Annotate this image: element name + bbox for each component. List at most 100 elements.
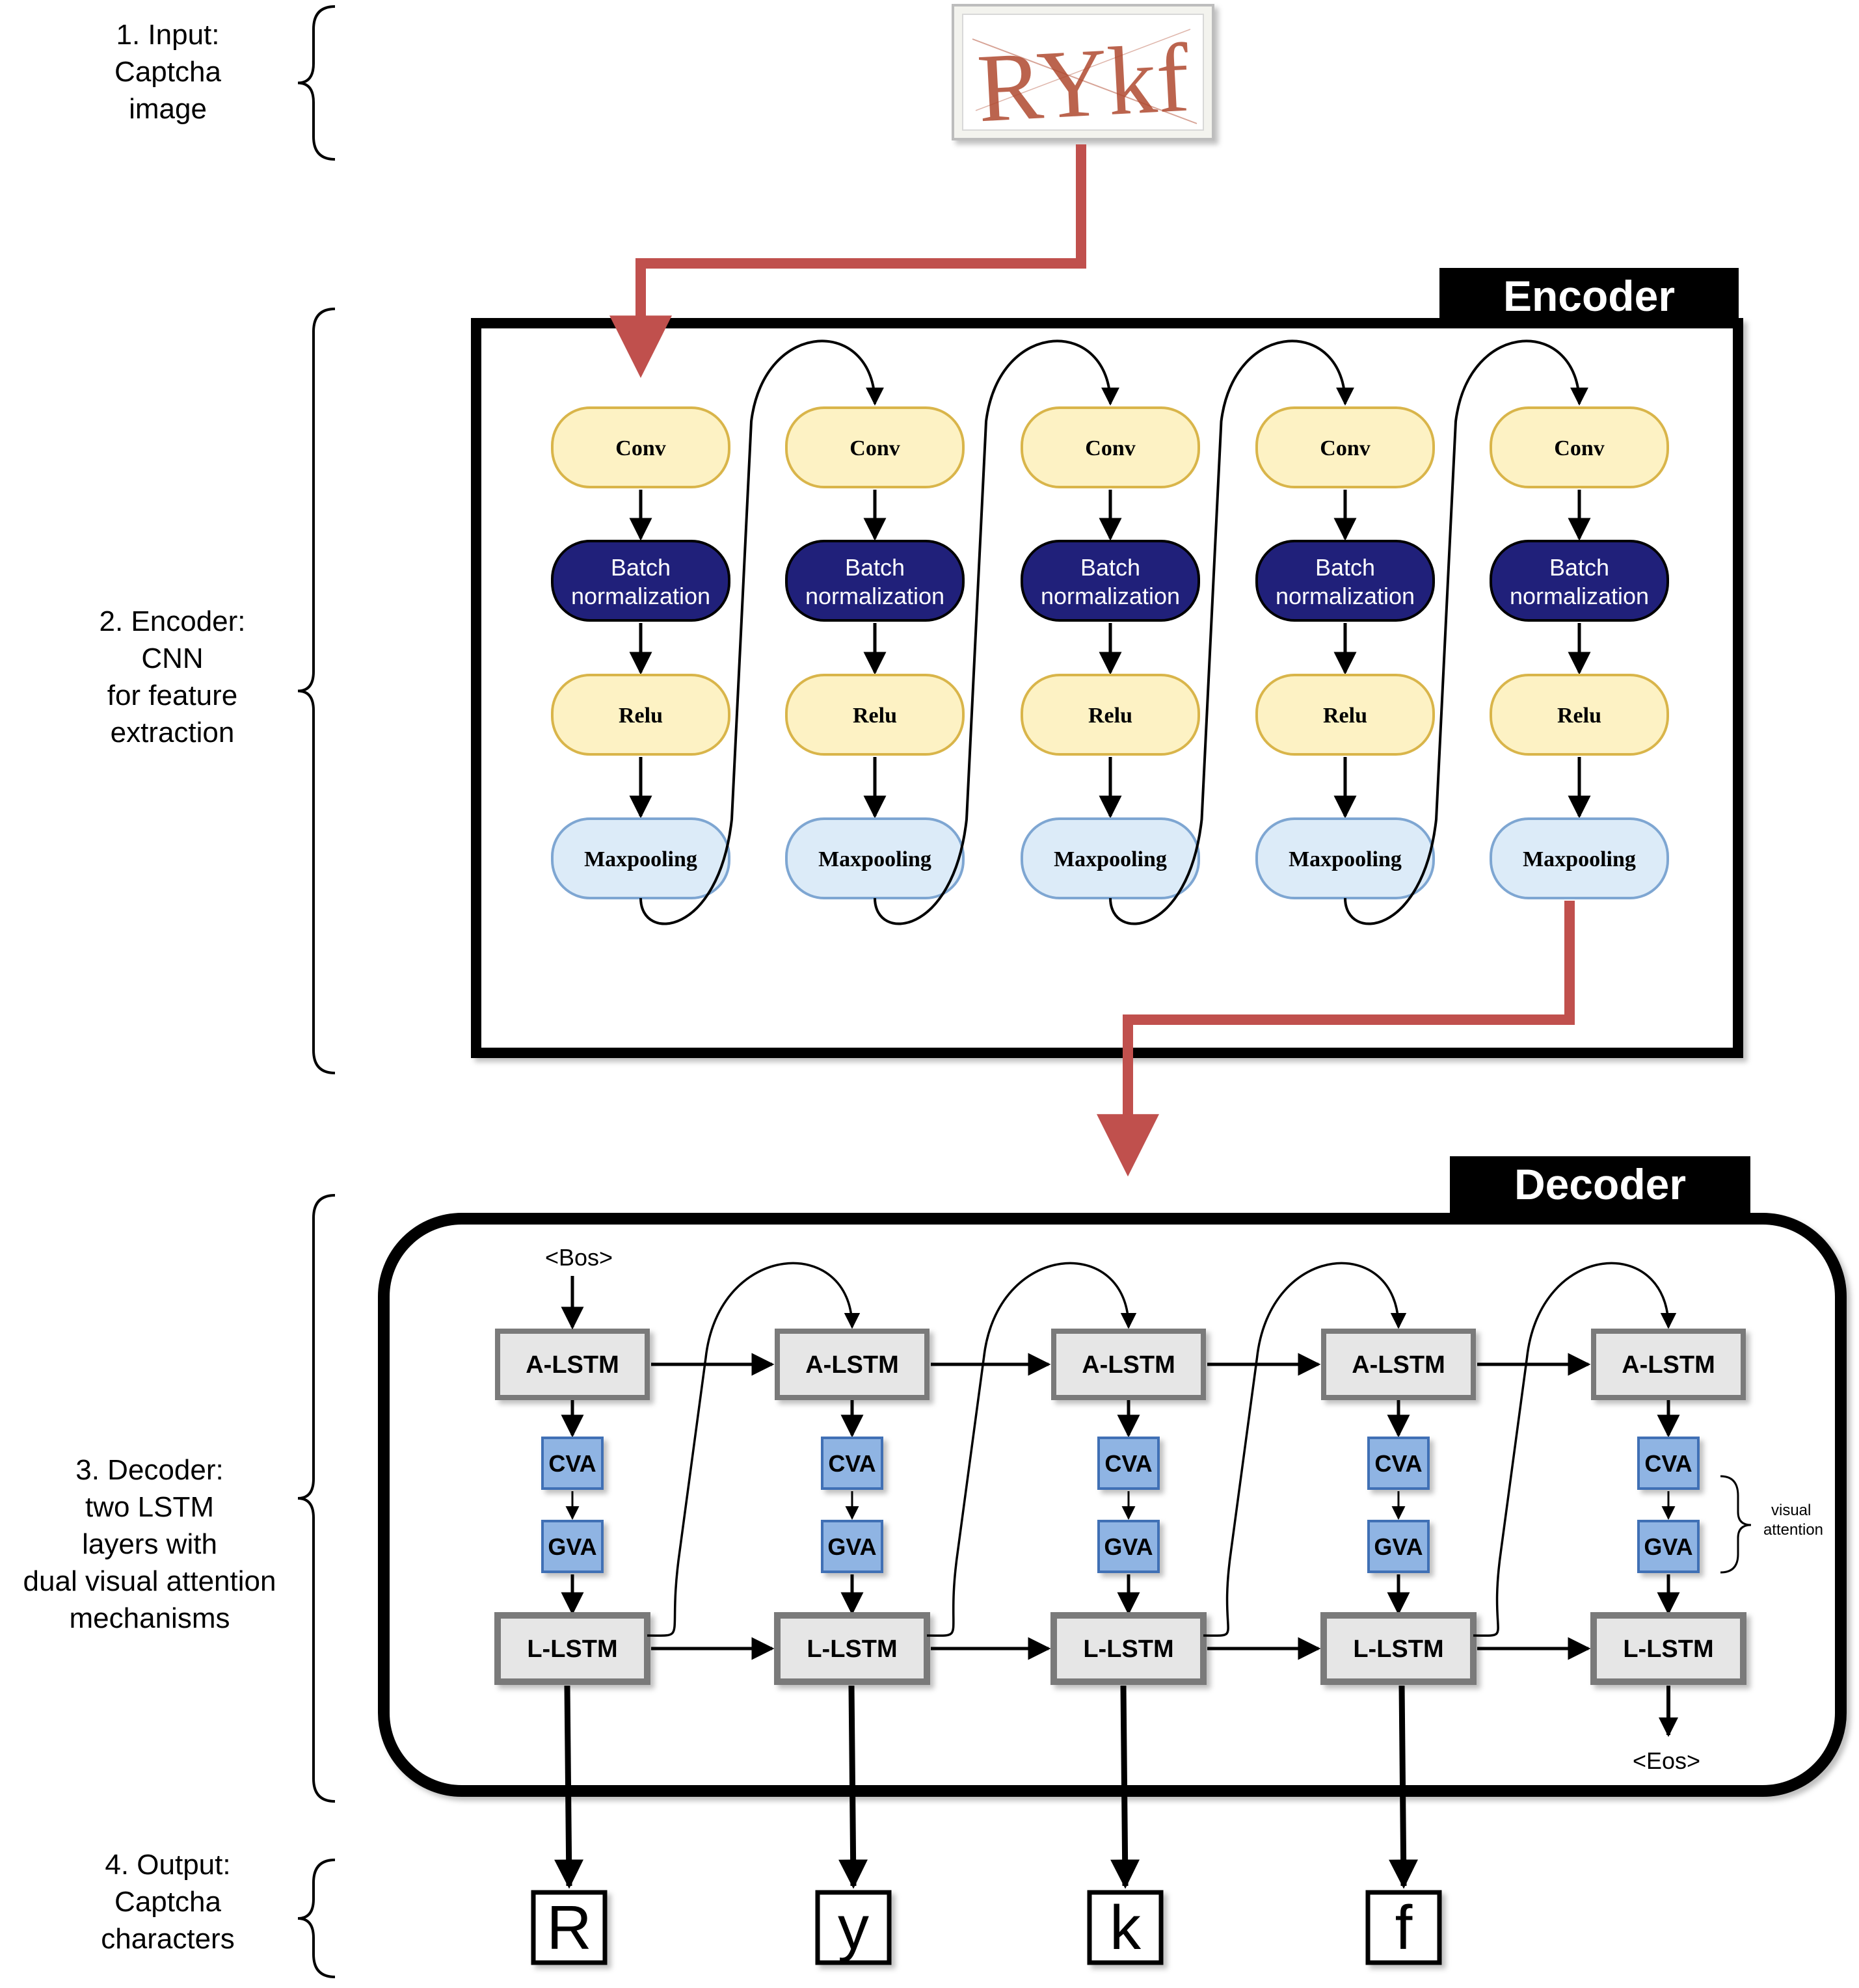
gva-node [1367, 1520, 1430, 1573]
conv-label: Conv [849, 436, 900, 460]
relu-label: Relu [853, 704, 897, 728]
relu-label: Relu [1557, 704, 1601, 728]
cva-label: CVA [828, 1450, 876, 1477]
l-lstm-label: L-LSTM [1353, 1636, 1443, 1663]
block-connector-arrow [1344, 339, 1588, 925]
l-lstm-label: L-LSTM [1083, 1636, 1173, 1663]
eos-token: <Eos> [1633, 1747, 1700, 1774]
stage-label-line: Captcha [114, 56, 221, 88]
output-char-box [531, 1890, 608, 1965]
a-lstm-label: A-LSTM [805, 1351, 899, 1379]
visual-attention-label: visual attention [1763, 1502, 1823, 1539]
maxpooling-label: Maxpooling [818, 847, 931, 871]
captcha-text: RYkf [975, 24, 1192, 143]
batch-normalization-node [785, 540, 965, 622]
maxpooling-node [1490, 817, 1669, 899]
stage-label-line: for feature [107, 680, 238, 711]
decoder-step-4: A-LSTM CVA GVA L-LSTM [1320, 1329, 1477, 1685]
a-lstm-node [1321, 1329, 1476, 1400]
stage-label-line: CNN [141, 643, 203, 674]
gva-label: GVA [1374, 1533, 1423, 1560]
cva-label: CVA [1374, 1450, 1422, 1477]
batch-normalization-node [1255, 540, 1435, 622]
l-lstm-node [1050, 1612, 1207, 1685]
relu-node [1255, 674, 1435, 756]
batch-normalization-node [1021, 540, 1200, 622]
output-char-1: R [531, 1890, 608, 1965]
conv-node [551, 406, 730, 488]
relu-label: Relu [1088, 704, 1132, 728]
a-lstm-label: A-LSTM [1352, 1351, 1445, 1379]
cva-node [1097, 1437, 1160, 1490]
output-char-label: R [546, 1893, 591, 1963]
output-char-label: y [838, 1893, 869, 1963]
visual-attention-line2: attention [1763, 1521, 1823, 1539]
visual-attention-brace: visual attention [1720, 1475, 1823, 1574]
relu-label: Relu [1323, 704, 1367, 728]
stage-label-line: Captcha [114, 1886, 221, 1918]
gva-label: GVA [827, 1533, 876, 1560]
decoder-step-2: A-LSTM CVA GVA L-LSTM [774, 1329, 930, 1685]
encoder-to-decoder-arrow [1097, 901, 1575, 1177]
output-char-3: k [1087, 1890, 1164, 1965]
decoder-title: Decoder [1514, 1160, 1686, 1208]
conv-node [1490, 406, 1669, 488]
maxpooling-label: Maxpooling [1289, 847, 1402, 871]
conv-label: Conv [615, 436, 665, 460]
stage-brace-2 [297, 308, 336, 1074]
output-arrow [1110, 1685, 1140, 1889]
gva-label: GVA [1104, 1533, 1153, 1560]
a-lstm-node [1591, 1329, 1746, 1400]
relu-label: Relu [619, 704, 663, 728]
a-lstm-label: A-LSTM [1082, 1351, 1175, 1379]
output-char-4: f [1365, 1890, 1442, 1965]
l-lstm-node [1590, 1612, 1746, 1685]
conv-node [1021, 406, 1200, 488]
stage-brace-1 [297, 5, 336, 161]
stage-label-line: mechanisms [70, 1602, 230, 1634]
stage-label-line: image [129, 93, 207, 125]
stage-label-line: two LSTM [85, 1491, 214, 1523]
output-arrow [554, 1685, 584, 1889]
visual-attention-line1: visual [1771, 1502, 1811, 1519]
l-lstm-node [1320, 1612, 1477, 1685]
relu-node [1490, 674, 1669, 756]
l-lstm-label: L-LSTM [807, 1636, 897, 1663]
l-lstm-node [494, 1612, 650, 1685]
cva-node [541, 1437, 604, 1490]
block-connector-arrow [639, 339, 884, 925]
gva-node [541, 1520, 604, 1573]
cva-node [1367, 1437, 1430, 1490]
decoder-steps: A-LSTM CVA GVA L-LSTM A-LSTM CVA GVA L-LSTM A-LS… [494, 1262, 1746, 1737]
output-char-2: y [815, 1890, 892, 1965]
encoder-title: Encoder [1503, 272, 1675, 320]
cva-node [821, 1437, 883, 1490]
output-char-box [815, 1890, 892, 1965]
stage-label-line: 2. Encoder: [99, 605, 245, 637]
a-lstm-node [775, 1329, 930, 1400]
maxpooling-label: Maxpooling [1054, 847, 1167, 871]
output-char-label: f [1395, 1893, 1413, 1963]
relu-node [551, 674, 730, 756]
step-feedback-arrow [647, 1262, 861, 1637]
output-char-label: k [1110, 1893, 1142, 1963]
gva-node [821, 1520, 883, 1573]
conv-label: Conv [1320, 436, 1370, 460]
input-to-encoder-arrow [609, 144, 1086, 378]
step-feedback-arrow [1473, 1262, 1677, 1637]
batch-normalization-node [551, 540, 730, 622]
